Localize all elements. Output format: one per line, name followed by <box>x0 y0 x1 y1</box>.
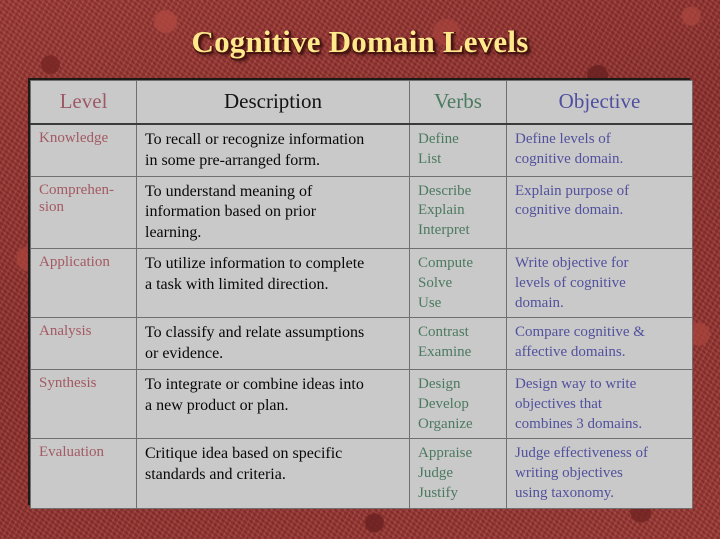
column-header-verbs: Verbs <box>409 80 507 125</box>
cell-objective: Write objective for levels of cognitive do… <box>506 247 693 319</box>
cell-description-line: information based on prior <box>145 203 317 221</box>
cell-objective-line: using taxonomy. <box>515 484 615 501</box>
cell-description-line: To integrate or combine ideas into <box>145 375 364 393</box>
cell-description-line: To recall or recognize information <box>145 131 365 148</box>
cell-description-line: learning. <box>145 224 202 242</box>
cell-verbs-line: Organize <box>418 415 473 432</box>
cell-objective-line: Write objective for <box>515 254 629 271</box>
cell-objective: Compare cognitive & affective domains. <box>506 317 693 370</box>
cell-level-line: Evaluation <box>39 444 104 461</box>
table-body: Knowledge To recall or recognize informat… <box>30 123 693 509</box>
cell-objective-line: affective domains. <box>515 344 626 361</box>
cell-level: Comprehen-sion <box>30 175 137 249</box>
cell-level-line: sion <box>39 199 65 216</box>
cell-verbs-line: Interpret <box>418 222 470 239</box>
cell-level-line: Application <box>39 253 110 270</box>
cell-description: To recall or recognize information in som… <box>136 123 410 177</box>
cognitive-domain-table-frame: Level Description Verbs Objective Knowle… <box>28 78 693 509</box>
cell-verbs-line: Examine <box>418 344 472 361</box>
cell-description-line: a task with limited direction. <box>145 275 329 293</box>
column-header-objective: Objective <box>506 80 693 125</box>
cell-description-line: Critique idea based on specific <box>145 445 343 463</box>
cell-verbs-line: Define <box>418 131 459 147</box>
cell-description-line: in some pre-arranged form. <box>145 151 321 169</box>
cognitive-domain-table: Level Description Verbs Objective Knowle… <box>30 80 693 509</box>
cell-level-line: Knowledge <box>39 130 109 146</box>
cell-level: Evaluation <box>30 438 137 509</box>
table-row: Application To utilize information to com… <box>30 247 693 319</box>
cell-level-line: Comprehen- <box>39 181 114 198</box>
cell-description-line: standards and criteria. <box>145 466 286 484</box>
cell-objective: Define levels of cognitive domain. <box>506 123 693 177</box>
cell-verbs-line: Use <box>418 294 442 311</box>
cell-description-line: a new product or plan. <box>145 396 289 414</box>
table-row: Evaluation Critique idea based on specifi… <box>30 438 693 509</box>
cell-objective-line: cognitive domain. <box>515 150 624 167</box>
cell-verbs-line: List <box>418 150 442 167</box>
cell-level: Analysis <box>30 317 137 370</box>
cell-level-line: Analysis <box>39 323 92 340</box>
cell-objective-line: Explain purpose of <box>515 182 630 199</box>
cell-level: Synthesis <box>30 368 137 440</box>
cell-objective-line: combines 3 domains. <box>515 415 643 432</box>
cell-description-line: To understand meaning of <box>145 182 313 200</box>
cell-objective-line: Design way to write <box>515 375 637 392</box>
column-header-description: Description <box>136 80 410 125</box>
cell-description: To integrate or combine ideas into a new … <box>136 368 410 440</box>
cell-objective: Design way to write objectives that combin… <box>506 368 693 440</box>
cell-description-line: or evidence. <box>145 345 224 363</box>
cell-objective: Explain purpose of cognitive domain. <box>506 175 693 249</box>
cell-verbs-line: Solve <box>418 274 453 291</box>
slide-title: Cognitive Domain Levels <box>191 24 529 59</box>
cell-objective-line: Judge effectiveness of <box>515 445 649 462</box>
cell-verbs-line: Describe <box>418 182 472 199</box>
table-row: Comprehen-sion To understand meaning of in… <box>30 175 693 249</box>
cell-verbs-line: Compute <box>418 254 473 271</box>
table-row: Knowledge To recall or recognize informat… <box>30 123 693 177</box>
cell-objective-line: levels of cognitive <box>515 274 626 291</box>
cell-description-line: To utilize information to complete <box>145 254 365 272</box>
cell-description: To utilize information to complete a task… <box>136 247 410 319</box>
cell-description-line: To classify and relate assumptions <box>145 324 365 342</box>
cell-verbs-line: Judge <box>418 465 453 482</box>
table-header-row: Level Description Verbs Objective <box>30 80 693 125</box>
cell-verbs-line: Justify <box>418 484 459 501</box>
cell-description: To classify and relate assumptions or evi… <box>136 317 410 370</box>
cell-level: Knowledge <box>30 123 137 177</box>
cell-level-line: Synthesis <box>39 374 97 391</box>
cell-objective-line: writing objectives <box>515 465 623 482</box>
cell-objective-line: Define levels of <box>515 131 611 147</box>
cell-description: To understand meaning of information base… <box>136 175 410 249</box>
cell-verbs-line: Appraise <box>418 445 473 462</box>
cell-level: Application <box>30 247 137 319</box>
cell-verbs-line: Develop <box>418 395 469 412</box>
cell-objective-line: cognitive domain. <box>515 202 624 219</box>
table-row: Synthesis To integrate or combine ideas i… <box>30 368 693 440</box>
cell-objective: Judge effectiveness of writing objectives… <box>506 438 693 509</box>
cell-verbs-line: Design <box>418 375 461 392</box>
table-row: Analysis To classify and relate assumptio… <box>30 317 693 370</box>
column-header-level: Level <box>30 80 137 125</box>
cell-verbs-line: Contrast <box>418 324 469 341</box>
cell-objective-line: domain. <box>515 294 564 311</box>
cell-verbs-line: Explain <box>418 202 465 219</box>
cell-objective-line: Compare cognitive & <box>515 324 645 341</box>
cell-objective-line: objectives that <box>515 395 603 412</box>
cell-description: Critique idea based on specific standards… <box>136 438 410 509</box>
